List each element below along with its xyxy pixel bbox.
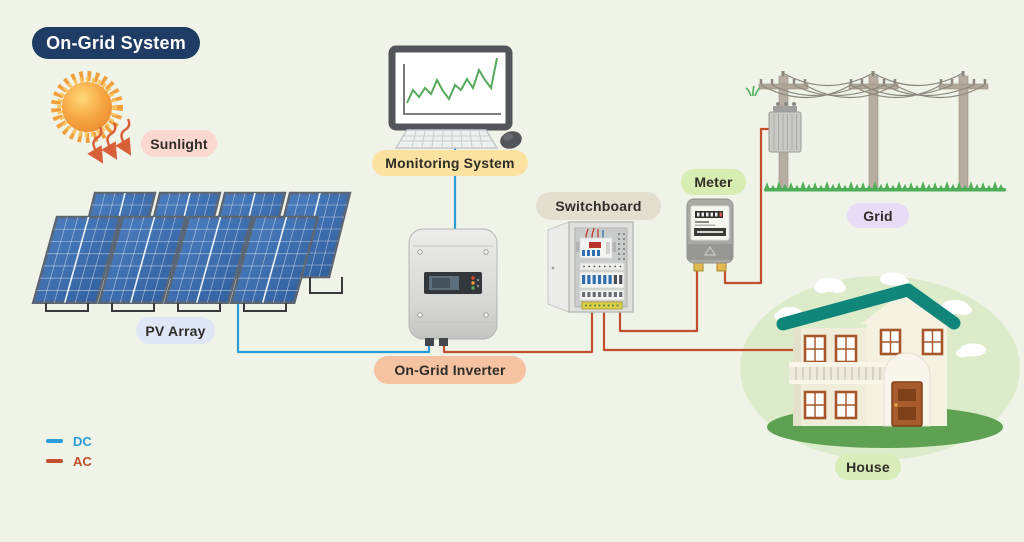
ac-line-swatch: [46, 459, 63, 463]
monitor-chart-line: [406, 57, 498, 104]
house-label: House: [835, 454, 901, 480]
meter-illustration: [686, 198, 734, 272]
grid-illustration: [745, 71, 1006, 192]
mouse-icon: [500, 131, 522, 149]
dc-line-swatch: [46, 439, 63, 443]
page-title: On-Grid System: [32, 27, 200, 59]
switchboard-label: Switchboard: [536, 192, 661, 220]
inverter-illustration: [408, 228, 498, 346]
monitoring-system-label: Monitoring System: [372, 150, 528, 176]
legend-dc-label: DC: [73, 433, 92, 449]
wire-inverter-to-switchboard: [442, 311, 594, 354]
grid-label: Grid: [847, 203, 909, 228]
legend-ac-label: AC: [73, 453, 92, 469]
sunlight-label: Sunlight: [141, 130, 217, 157]
switchboard-door: [547, 221, 570, 313]
house-illustration: [776, 283, 961, 427]
wire-switchboard-to-house: [602, 311, 794, 352]
wire-meter-to-grid: [723, 127, 771, 285]
monitoring-system-illustration: [388, 45, 522, 149]
window-icon: [803, 328, 944, 420]
legend-item-dc: DC: [46, 432, 92, 450]
power-lines: [760, 72, 986, 99]
grass: [764, 181, 1006, 192]
wire-switchboard-to-meter: [618, 264, 699, 333]
sun-icon: [51, 71, 123, 143]
meter-label: Meter: [681, 169, 746, 195]
balcony: [789, 362, 902, 384]
inverter-label: On-Grid Inverter: [374, 356, 526, 384]
legend: DC AC: [46, 432, 92, 472]
pv-array-illustration: [31, 191, 352, 312]
grass-tuft: [745, 85, 761, 97]
transformer-icon: [768, 102, 802, 153]
pv-array-label: PV Array: [136, 317, 215, 344]
switchboard-illustration: [547, 221, 634, 313]
legend-item-ac: AC: [46, 452, 92, 470]
sunlight-arrows: [87, 118, 132, 164]
